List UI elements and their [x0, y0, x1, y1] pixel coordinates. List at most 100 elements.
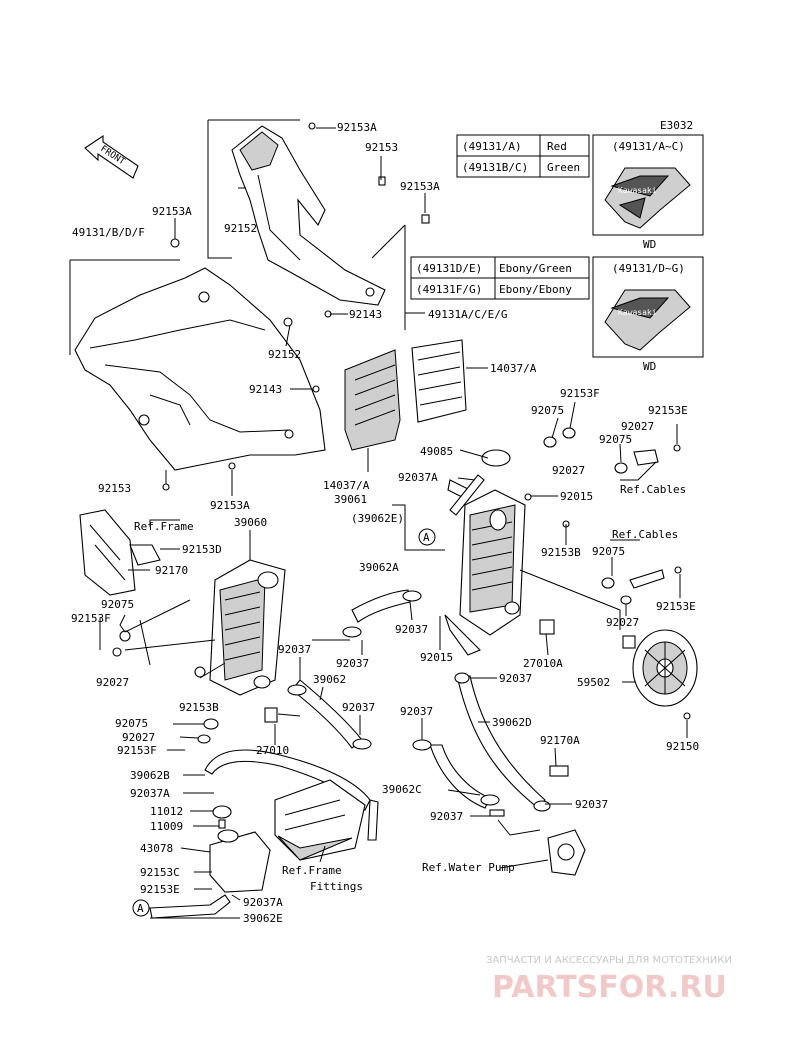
radiator-grille-left: [344, 349, 401, 451]
hose-39062E: [149, 894, 231, 919]
part-label: 92015: [560, 490, 593, 503]
reservoir-cap-icon: [212, 805, 232, 819]
reservoir-tank: [209, 805, 271, 893]
part-label: 92150: [666, 740, 699, 753]
part-label: 11009: [150, 820, 183, 833]
part-label: 92170: [155, 564, 188, 577]
part-label: 92153A: [337, 121, 377, 134]
part-label: 92037: [575, 798, 608, 811]
part-label: 92037: [400, 705, 433, 718]
part-label: 92153F: [117, 744, 157, 757]
part-label: 92153A: [152, 205, 192, 218]
part-label: Ref.Water Pump: [422, 861, 515, 874]
part-label: 92153: [98, 482, 131, 495]
color-table-1: (49131/A) Red (49131B/C) Green: [456, 134, 590, 178]
color-code: (49131B/C): [462, 161, 528, 174]
part-label: 39062A: [359, 561, 399, 574]
color-code: (49131D/E): [416, 262, 482, 275]
radiator-cap-icon: [481, 449, 511, 467]
radiator-grille-right: [411, 339, 467, 423]
part-label: 92027: [606, 616, 639, 629]
part-label: 49131/B/D/F: [72, 226, 145, 239]
part-label: 92153D: [182, 543, 222, 556]
part-label: 92153E: [656, 600, 696, 613]
ref-frame-fittings: [274, 779, 366, 861]
cooling-fan-icon: [622, 629, 698, 707]
part-label: 92143: [349, 308, 382, 321]
part-label: 92075: [531, 404, 564, 417]
color-code: (49131/A): [462, 140, 522, 153]
part-label: 92153: [365, 141, 398, 154]
part-label: Ref.Cables: [620, 483, 686, 496]
decal-text: Kawasaki: [618, 308, 657, 317]
part-label: 39062: [313, 673, 346, 686]
part-label: 39062E: [243, 912, 283, 925]
diagram-code: E3032: [660, 119, 693, 132]
part-label: 92153F: [560, 387, 600, 400]
part-label: 92153E: [648, 404, 688, 417]
hoses: [149, 474, 546, 919]
part-label: 49131A/C/E/G: [428, 308, 507, 321]
part-label: 92027: [122, 731, 155, 744]
part-label: 92153F: [71, 612, 111, 625]
part-labels: 92153A 92153 92153A 92152 92143 49131A/C…: [71, 121, 699, 925]
inset-code: (49131/D~G): [612, 262, 685, 275]
part-label: 27010A: [523, 657, 563, 670]
part-label: 92027: [96, 676, 129, 689]
decal-inset-2: (49131/D~G) Kawasaki WD: [592, 256, 704, 373]
inset-note: WD: [643, 238, 656, 251]
part-label: Ref.Cables: [612, 528, 678, 541]
callout-a: A A: [132, 528, 436, 917]
part-label: 92015: [420, 651, 453, 664]
part-label: 92153B: [541, 546, 581, 559]
part-label: (39062E): [351, 512, 404, 525]
part-label: 92037: [499, 672, 532, 685]
part-label: 92037: [336, 657, 369, 670]
shroud-right-assembly: [207, 119, 430, 330]
shroud-left: [69, 238, 326, 491]
part-label: 39061: [334, 493, 367, 506]
part-label: 92152: [224, 222, 257, 235]
part-label: 92037A: [130, 787, 170, 800]
part-label: 39062C: [382, 783, 422, 796]
part-label: Ref.Frame: [134, 520, 194, 533]
temp-sensor-icon: [539, 619, 555, 635]
part-label: 14037/A: [490, 362, 537, 375]
decal-inset-1: (49131/A~C) Kawasaki WD: [592, 134, 704, 251]
part-label: 92027: [552, 464, 585, 477]
part-label: 92075: [599, 433, 632, 446]
hose-39062A: [351, 589, 411, 623]
part-label: 92037: [278, 643, 311, 656]
part-label: 92153E: [140, 883, 180, 896]
part-label: 39060: [234, 516, 267, 529]
part-label: 92037: [395, 623, 428, 636]
part-label: 27010: [256, 744, 289, 757]
part-label: 39062D: [492, 716, 532, 729]
part-label: 92153A: [400, 180, 440, 193]
part-label: 43078: [140, 842, 173, 855]
color-name: Ebony/Green: [499, 262, 572, 275]
inset-code: (49131/A~C): [612, 140, 685, 153]
leader-lines: [99, 127, 688, 919]
water-pump-ref: [547, 829, 586, 876]
color-name: Ebony/Ebony: [499, 283, 572, 296]
color-table-2: (49131D/E) Ebony/Green (49131F/G) Ebony/…: [410, 256, 590, 300]
part-label: 59502: [577, 676, 610, 689]
part-label: Fittings: [310, 880, 363, 893]
svg-text:A: A: [137, 902, 144, 915]
svg-text:A: A: [423, 531, 430, 544]
part-label: 92027: [621, 420, 654, 433]
decal-text: Kawasaki: [618, 186, 657, 195]
radiator-right: [444, 449, 526, 656]
part-label: 11012: [150, 805, 183, 818]
front-arrow-icon: FRONT: [84, 134, 139, 179]
part-label: 92170A: [540, 734, 580, 747]
color-name: Red: [547, 140, 567, 153]
part-label: 92037A: [243, 896, 283, 909]
part-label: 14037/A: [323, 479, 370, 492]
watermark-brand: PARTSFOR.RU: [492, 970, 727, 1005]
part-label: 92153A: [210, 499, 250, 512]
hose-39062: [291, 679, 363, 749]
